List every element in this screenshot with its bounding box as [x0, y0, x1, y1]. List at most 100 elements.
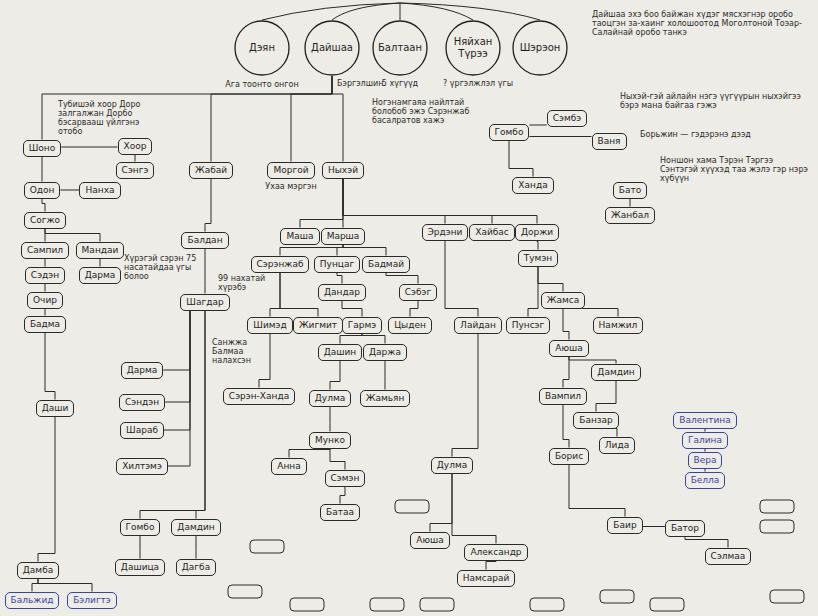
- person-name: Жанбал: [611, 210, 649, 221]
- kin-line: [343, 179, 492, 224]
- empty-box: [760, 520, 794, 533]
- person-name: Белла: [691, 475, 720, 486]
- person-box: Маша: [280, 228, 319, 245]
- person-name: Нанха: [85, 185, 114, 196]
- ancestor-circle: Дайшаа: [304, 20, 360, 76]
- person-box: Сэбэг: [399, 284, 437, 301]
- ancestor-circle: Няйхан Түрээ: [445, 20, 501, 76]
- kin-line: [259, 334, 270, 388]
- kin-line: [140, 311, 205, 519]
- kin-line: [537, 241, 538, 250]
- person-name: Дайшаа: [311, 42, 353, 54]
- kin-line: [205, 249, 206, 294]
- person-box: Сампил: [21, 242, 69, 259]
- person-name: Балдан: [187, 235, 222, 246]
- person-name: Сэндэн: [125, 397, 159, 408]
- person-box: Пунсэг: [506, 317, 551, 334]
- kin-line: [340, 487, 345, 504]
- kin-line: [342, 301, 362, 317]
- kin-line: [538, 267, 563, 292]
- person-box: Согжо: [24, 212, 66, 229]
- empty-box: [370, 598, 404, 611]
- kin-line: [42, 157, 43, 182]
- kin-line: [42, 199, 45, 212]
- person-name: Дамба: [23, 565, 53, 576]
- person-box: Доржи: [515, 224, 559, 241]
- person-box: Одон: [24, 182, 61, 199]
- note-text: Ногэнамгаяа найлтай болобоб эжэ Сэрэнжаб…: [372, 98, 484, 125]
- kin-line: [45, 284, 46, 292]
- person-name: Сэмбэ: [553, 113, 582, 124]
- person-box: Вампил: [539, 388, 587, 405]
- kin-line: [32, 579, 38, 592]
- kin-line: [211, 76, 332, 162]
- person-box: Жанбал: [605, 207, 655, 224]
- person-name: Хайбас: [475, 227, 509, 238]
- person-name: Гомбо: [495, 127, 524, 138]
- person-name: Сэрэнжаб: [257, 259, 304, 270]
- empty-box: [420, 598, 454, 611]
- kin-line: [45, 259, 46, 267]
- kin-line: [685, 537, 728, 548]
- kin-line: [563, 309, 618, 317]
- person-name: Дэян: [249, 42, 275, 54]
- person-name: Вампил: [545, 391, 581, 402]
- person-box: Очир: [27, 292, 63, 309]
- person-box: Хоор: [118, 138, 153, 155]
- person-box: Жамса: [541, 292, 585, 309]
- kin-line: [332, 76, 343, 162]
- person-box: Дарма: [79, 267, 122, 284]
- person-box: Шагдар: [180, 294, 229, 311]
- note-text: Хүрэгэй сэрэн 75 насатайдаа үгы болоо: [124, 254, 200, 281]
- person-name: Батор: [671, 523, 699, 534]
- person-name: Балтаан: [378, 42, 422, 54]
- kin-line: [596, 381, 616, 412]
- person-name: Намжил: [599, 320, 638, 331]
- person-name: Дагба: [182, 562, 210, 573]
- kin-line: [168, 311, 190, 467]
- person-box: Сэнгэ: [116, 162, 155, 179]
- empty-box: [770, 590, 804, 603]
- person-box: Баир: [607, 517, 642, 534]
- kin-line: [386, 273, 418, 284]
- person-name: Гомбо: [126, 522, 155, 533]
- person-box: Дулма: [309, 390, 351, 407]
- person-box: Даржа: [363, 344, 407, 361]
- person-box: Валентина: [673, 412, 736, 429]
- ancestor-circle: Шэрэон: [512, 20, 568, 76]
- person-name: Шэрэон: [520, 42, 561, 54]
- person-box: Вера: [688, 452, 723, 469]
- person-box: Тумэн: [518, 250, 558, 267]
- kin-line: [563, 357, 569, 388]
- person-box: Лида: [599, 437, 635, 454]
- person-box: Хайбас: [469, 224, 515, 241]
- kin-line: [330, 449, 345, 470]
- person-box: Дагба: [176, 559, 216, 576]
- kin-line: [100, 259, 101, 267]
- kin-line: [410, 301, 418, 317]
- kin-line: [343, 179, 445, 224]
- person-name: Бэлигтэ: [73, 595, 111, 606]
- kin-line: [486, 561, 496, 570]
- note-text: Борьжин — гэдэрэнэ дээд: [640, 130, 810, 139]
- top-arc: [400, 3, 473, 20]
- person-box: Бэлигтэ: [67, 592, 117, 609]
- person-box: Жамьян: [360, 390, 411, 407]
- empty-box: [600, 590, 634, 603]
- person-name: Доржи: [521, 227, 553, 238]
- kin-line: [45, 333, 55, 400]
- person-name: Аюша: [416, 535, 443, 546]
- kin-line: [563, 405, 569, 448]
- kin-line: [61, 147, 117, 148]
- kin-line: [340, 334, 362, 344]
- person-name: Намсарай: [463, 573, 510, 584]
- person-name: Банзар: [579, 415, 613, 426]
- person-name: Цыден: [394, 320, 426, 331]
- kin-line: [569, 357, 616, 364]
- person-name: Дамдин: [177, 522, 214, 533]
- person-box: Шараб: [120, 422, 164, 439]
- person-name: Шоно: [29, 143, 56, 154]
- kin-line: [270, 273, 280, 317]
- kin-line: [165, 311, 190, 403]
- person-box: Намжил: [593, 317, 644, 334]
